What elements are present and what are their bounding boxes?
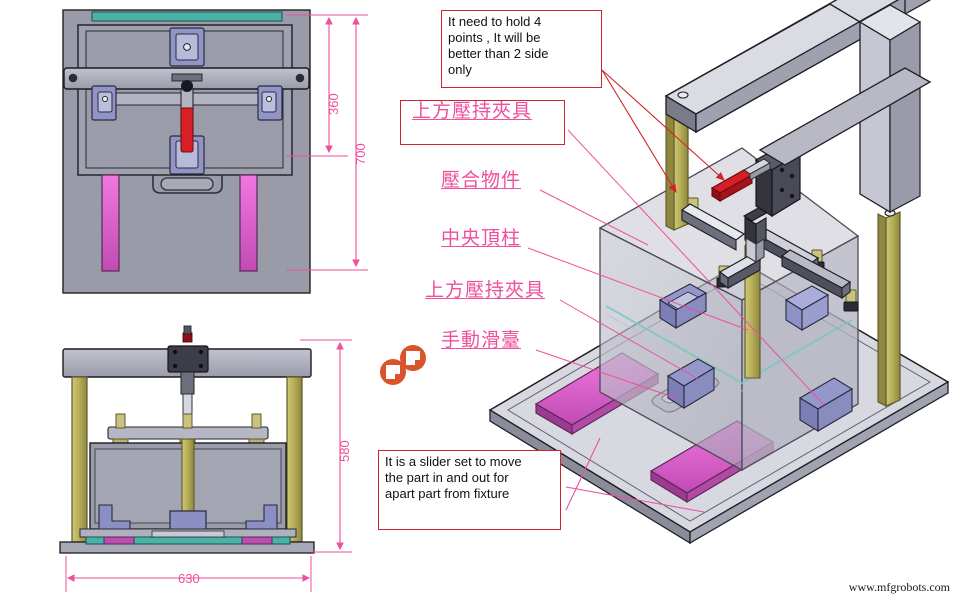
dimension-700: 700	[353, 143, 368, 165]
callout-leaders	[565, 69, 725, 513]
note-fold-glyph	[415, 360, 420, 365]
label-pressed-object: 壓合物件	[441, 169, 522, 191]
isometric-view-geometry	[488, 0, 950, 545]
dimension-630: 630	[178, 571, 200, 586]
watermark: www.mfgrobots.com	[848, 580, 950, 594]
top-view-geometry	[62, 9, 311, 294]
callout-slider-set: It is a slider set to move the part in a…	[378, 450, 561, 530]
note-fold-glyph	[395, 374, 400, 379]
dimension-580: 580	[337, 440, 352, 462]
dimension-lines	[65, 14, 368, 592]
boxed-label-upper-clamp: 上方壓持夾具	[412, 100, 533, 122]
label-manual-slide: 手動滑臺	[441, 329, 522, 351]
front-view-geometry	[59, 325, 315, 554]
dimension-360: 360	[326, 93, 341, 115]
note-markers	[380, 345, 436, 385]
callout-hold-4-points: It need to hold 4 points , It will be be…	[441, 10, 602, 88]
note-marker-2-icon[interactable]	[400, 345, 426, 371]
boxed-label-frame	[400, 100, 565, 145]
label-center-post: 中央頂柱	[441, 227, 522, 249]
leader-lines	[527, 129, 825, 406]
label-upper-clamp: 上方壓持夾具	[425, 279, 546, 301]
